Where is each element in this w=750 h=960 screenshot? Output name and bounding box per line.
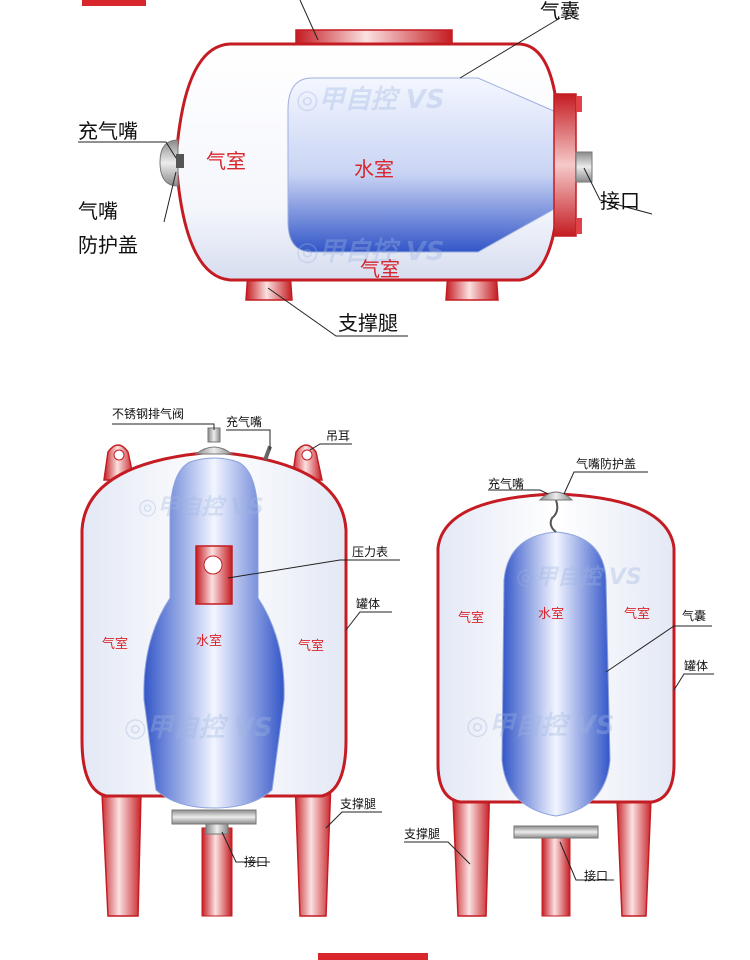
label-port: 接口: [600, 189, 640, 213]
leader-gas-bladder: [459, 17, 561, 79]
leader-support-leg: [404, 841, 471, 865]
leader-support-leg: [325, 811, 382, 829]
label-gas-bladder: 气囊: [682, 608, 706, 623]
label-water-chamber: 水室: [196, 633, 222, 649]
watermark-4: ◎甲自控 VS: [124, 713, 273, 743]
label-gas-chamber-right: 气室: [624, 606, 650, 622]
bottom-flange: [513, 825, 599, 839]
label-support-leg: 支撑腿: [404, 826, 440, 841]
leader-charge-nozzle: [226, 429, 271, 450]
label-charge-nozzle: 充气嘴: [78, 119, 138, 143]
label-water-chamber: 水室: [354, 157, 394, 181]
leader-vent-valve: [112, 423, 215, 430]
leader-lifting-lug: [309, 443, 352, 451]
leader-nozzle-cover: [563, 471, 648, 495]
port-fitting: [205, 823, 229, 835]
leader-gas-bladder: [605, 625, 712, 673]
label-nozzle-cover-line1: 气嘴: [78, 199, 118, 223]
label-gas-bladder: 气囊: [540, 0, 580, 23]
port-pipe: [541, 837, 571, 917]
label-port: 接口: [584, 868, 608, 883]
bottom-accent-bar: [318, 953, 428, 960]
corner-tab: [82, 0, 146, 6]
label-gas-chamber-bottom: 气室: [360, 257, 400, 281]
leader-tank-body: [673, 673, 714, 691]
charge-nozzle: [263, 445, 272, 461]
label-nozzle-cover: 气嘴防护盖: [576, 456, 636, 471]
leader-top-bracket: [299, 0, 319, 41]
label-gas-chamber-left: 气室: [102, 636, 128, 652]
lug-hole-right: [301, 449, 313, 461]
vent-valve: [207, 427, 221, 443]
leader-port: [221, 831, 270, 863]
port-pipe: [575, 151, 593, 183]
leader-pressure-gauge: [227, 559, 400, 579]
water-bladder: [143, 457, 285, 809]
bottom-flange: [171, 809, 257, 825]
watermark-2: ◎甲自控 VS: [296, 237, 445, 267]
label-charge-nozzle: 充气嘴: [226, 414, 262, 429]
watermark-5: ◎甲自控 VS: [516, 565, 642, 590]
watermark-3: ◎甲自控 VS: [138, 495, 264, 520]
bladder-hanger: [549, 499, 559, 533]
leader-support-leg: [267, 287, 408, 337]
leader-nozzle-cover: [163, 171, 177, 223]
label-gas-chamber-left: 气室: [206, 149, 246, 173]
lug-hole-left: [113, 449, 125, 461]
label-nozzle-cover-line2: 防护盖: [78, 233, 138, 257]
label-gas-chamber-right: 气室: [298, 638, 324, 654]
label-water-chamber: 水室: [538, 606, 564, 622]
gauge-dial: [203, 555, 223, 575]
label-pressure-gauge: 压力表: [352, 545, 388, 559]
pressure-gauge: [195, 545, 233, 605]
label-support-leg: 支撑腿: [340, 796, 376, 811]
label-charge-nozzle: 充气嘴: [488, 476, 524, 491]
figure-horizontal-tank: ◎甲自控 VS ◎甲自控 VS 气室 水室 气室 气囊 充气嘴 气嘴 防护盖 接…: [78, 0, 653, 337]
label-gas-chamber-left: 气室: [458, 610, 484, 626]
label-tank-body: 罐体: [684, 659, 708, 673]
leader-charge-nozzle: [488, 489, 549, 495]
leader-port: [559, 841, 614, 881]
water-bladder: [287, 77, 557, 253]
port-pipe: [201, 827, 233, 917]
label-tank-body: 罐体: [356, 597, 380, 611]
leader-tank-body: [345, 611, 392, 631]
flange-bolt-top: [576, 96, 582, 112]
vent-valve-base: [194, 446, 234, 455]
label-support-leg: 支撑腿: [338, 311, 398, 335]
figure-vertical-tank-large: ◎甲自控 VS ◎甲自控 VS 气室 水室 气室 不锈钢排气阀 充气嘴 吊耳 压…: [80, 406, 400, 917]
label-port: 接口: [244, 854, 268, 869]
leader-port: [583, 167, 653, 215]
watermark-6: ◎甲自控 VS: [466, 711, 615, 741]
leader-charge-nozzle: [78, 141, 177, 159]
nozzle-cover: [159, 139, 179, 187]
charge-nozzle: [176, 154, 184, 168]
label-vent-valve: 不锈钢排气阀: [112, 406, 184, 421]
watermark-1: ◎甲自控 VS: [296, 85, 445, 115]
right-flange: [553, 93, 577, 237]
label-lifting-lug: 吊耳: [326, 429, 350, 443]
water-bladder: [501, 531, 611, 817]
figure-vertical-tank-small: ◎甲自控 VS ◎甲自控 VS 气室 水室 气室 气嘴防护盖 充气嘴 气囊 罐体…: [404, 456, 714, 917]
flange-bolt-bottom: [576, 218, 582, 234]
